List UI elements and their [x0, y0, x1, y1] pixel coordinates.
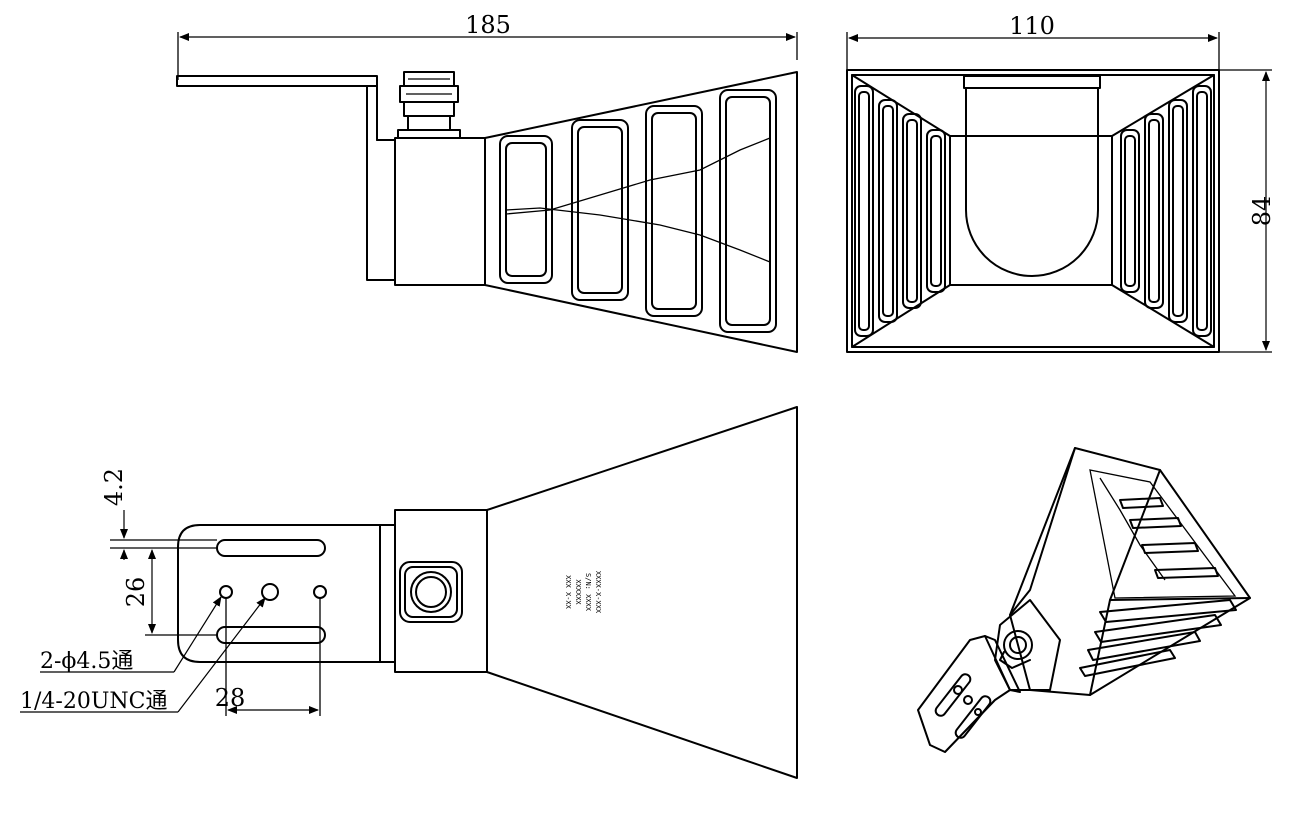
dim-84: 84 [1219, 69, 1276, 353]
isometric-view [917, 447, 1251, 753]
adapter-body-side [394, 137, 486, 286]
horn-top [486, 406, 798, 779]
n-connector-top [399, 561, 463, 623]
dim-26: 26 [122, 549, 217, 636]
dim-4-2-label: 4.2 [100, 468, 128, 506]
nameplate-line-1: XXXX-X-XXX [594, 571, 602, 614]
nameplate-line-2: S/N: XXXX [584, 573, 592, 612]
iso-slots [1079, 497, 1237, 677]
iso-bracket [917, 635, 1021, 753]
threaded-hole-callout: 1/4-20UNC通 [20, 689, 167, 714]
top-view: 4.2 26 28 2-ϕ4.5通 1/4-20UNC通 XXXX-X-XXX … [20, 406, 798, 779]
nameplate-line-4: XXX X-XX [564, 575, 572, 610]
horn-side [484, 71, 798, 353]
mounting-bracket-side [176, 75, 396, 281]
n-connector-side [397, 71, 461, 139]
dim-28-label: 28 [215, 684, 246, 712]
dim-185: 185 [177, 11, 798, 80]
dim-110: 110 [846, 12, 1220, 70]
callout-leaders [20, 596, 266, 713]
aperture-view: 110 84 [846, 12, 1276, 353]
side-view: 185 [176, 11, 798, 353]
aperture-slots-right [1120, 85, 1212, 337]
nameplate: XXXX-X-XXX S/N: XXXX XXXXXX XXX X-XX [564, 571, 602, 614]
adapter-body-top [394, 509, 488, 673]
nameplate-line-3: XXXXXX [574, 579, 582, 605]
dim-4-2: 4.2 [100, 468, 217, 560]
ridge-aperture [963, 75, 1101, 277]
mounting-plate [177, 524, 396, 663]
through-hole-callout: 2-ϕ4.5通 [40, 649, 133, 674]
aperture-slots-left [854, 85, 946, 337]
dim-110-label: 110 [1009, 12, 1055, 40]
horn-slots-side [499, 89, 777, 333]
dim-28: 28 [215, 598, 321, 716]
dim-185-label: 185 [465, 11, 511, 39]
dim-84-label: 84 [1248, 196, 1276, 227]
dim-26-label: 26 [122, 577, 150, 608]
